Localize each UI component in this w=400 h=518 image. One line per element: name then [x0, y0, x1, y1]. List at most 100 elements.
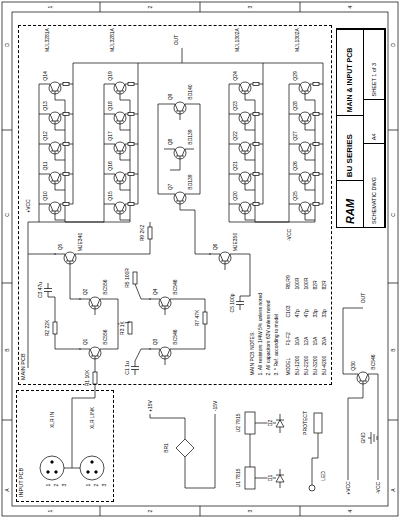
resistor-symbol — [53, 322, 57, 334]
schematic-label: BC556 — [103, 329, 108, 345]
schematic-label: BU-2200 — [304, 355, 309, 376]
emitter-lead — [182, 194, 194, 201]
schematic-label: Q2 — [83, 288, 88, 296]
emitter-lead — [69, 204, 73, 205]
collector-lead — [54, 254, 68, 261]
transistor-symbol — [289, 142, 319, 160]
emitter-lead — [72, 254, 84, 261]
base-lead — [305, 121, 306, 130]
schematic-label: OUT — [361, 292, 366, 304]
transistor-symbol — [289, 202, 319, 220]
base-bar — [176, 201, 184, 202]
grid-tick — [200, 506, 201, 516]
base-lead — [305, 91, 306, 100]
wire — [255, 423, 276, 424]
base-lead — [55, 151, 56, 160]
wire — [180, 210, 211, 254]
transistor-symbol — [39, 142, 69, 160]
resistor-symbol — [203, 312, 207, 324]
schematic-label: 1 — [86, 483, 91, 487]
schematic-label: Q13 — [43, 101, 48, 111]
base-drop — [245, 220, 255, 221]
schematic-label: BD139 — [188, 129, 193, 145]
emitter-lead — [319, 114, 323, 115]
base-lead — [55, 181, 56, 190]
transistor-symbol — [149, 297, 179, 315]
base-bar — [161, 306, 169, 307]
schematic-label: Q7 — [168, 183, 173, 191]
grid-tick — [388, 420, 398, 421]
schematic-label: 2. All capacitors 63V unless noted — [266, 300, 271, 376]
base-drop — [245, 190, 255, 191]
wire — [70, 270, 81, 299]
schematic-label: BU-4200 — [322, 355, 327, 376]
transistor-symbol — [104, 172, 134, 190]
transistor-symbol — [149, 347, 179, 365]
schematic-label: -15V — [213, 400, 218, 412]
schematic-label: 47p — [295, 309, 300, 318]
base-bar — [116, 121, 124, 122]
schematic-label: Q29 — [293, 71, 298, 81]
emitter-lead — [69, 144, 73, 145]
transistor-symbol — [39, 172, 69, 190]
schematic-label: LED — [321, 471, 326, 482]
capacitor-lead — [135, 361, 136, 367]
base-bar — [301, 121, 309, 122]
schematic-label: BD139 — [188, 174, 193, 190]
wire — [368, 438, 371, 439]
schematic-label: BC556 — [103, 279, 108, 295]
base-lead — [120, 181, 121, 190]
base-bar — [66, 261, 74, 262]
capacitor-lead — [135, 370, 136, 376]
base-drop — [305, 220, 315, 221]
supply-rail — [289, 84, 290, 222]
collector-lead — [229, 114, 243, 121]
grid-tick — [2, 130, 12, 131]
base-bar — [51, 121, 59, 122]
schematic-label: Q25 — [293, 191, 298, 201]
base-drop — [55, 100, 65, 101]
emitter-lead — [259, 204, 263, 205]
schematic-label: -VCC — [287, 228, 292, 241]
xlr-pin — [87, 471, 90, 474]
resistor-symbol — [128, 173, 134, 176]
transistor-symbol — [289, 82, 319, 100]
resistor-symbol — [133, 272, 137, 284]
base-lead — [225, 261, 226, 270]
schematic-label: MJE350 — [233, 232, 238, 251]
schematic-label: R8,R9 — [286, 275, 291, 290]
transistor-symbol — [289, 112, 319, 130]
resistor-symbol — [313, 173, 319, 176]
wire — [179, 324, 205, 349]
led-symbol — [309, 485, 315, 491]
schematic-label: 3 — [248, 5, 253, 9]
schematic-label: Q22 — [233, 131, 238, 141]
base-bar — [116, 91, 124, 92]
emitter-lead — [69, 174, 73, 175]
schematic-label: Q12 — [43, 131, 48, 141]
wire — [150, 222, 151, 227]
collector-lead — [104, 144, 118, 151]
transistor-symbol — [289, 172, 319, 190]
base-drop — [305, 100, 315, 101]
emitter-lead — [319, 174, 323, 175]
schematic-label: Q24 — [233, 71, 238, 81]
diode-lead — [280, 427, 281, 433]
capacitor-lead — [48, 283, 49, 289]
collector-lead — [79, 299, 93, 306]
emitter-lead — [134, 114, 138, 115]
wire — [150, 414, 185, 439]
schematic-label: MJL3281A — [45, 28, 50, 53]
base-lead — [245, 151, 246, 160]
schematic-label: 47p — [304, 309, 309, 318]
xlr-connector — [80, 456, 104, 480]
schematic-label: BD140 — [188, 84, 193, 100]
collector-lead — [39, 84, 53, 91]
schematic-label: Q8 — [168, 138, 173, 146]
collector-lead — [229, 144, 243, 151]
collector-lead — [347, 374, 361, 381]
base-bar — [51, 181, 59, 182]
output-line — [73, 63, 323, 64]
schematic-label: 82R — [313, 280, 318, 290]
schematic-label: Q4 — [153, 288, 158, 296]
